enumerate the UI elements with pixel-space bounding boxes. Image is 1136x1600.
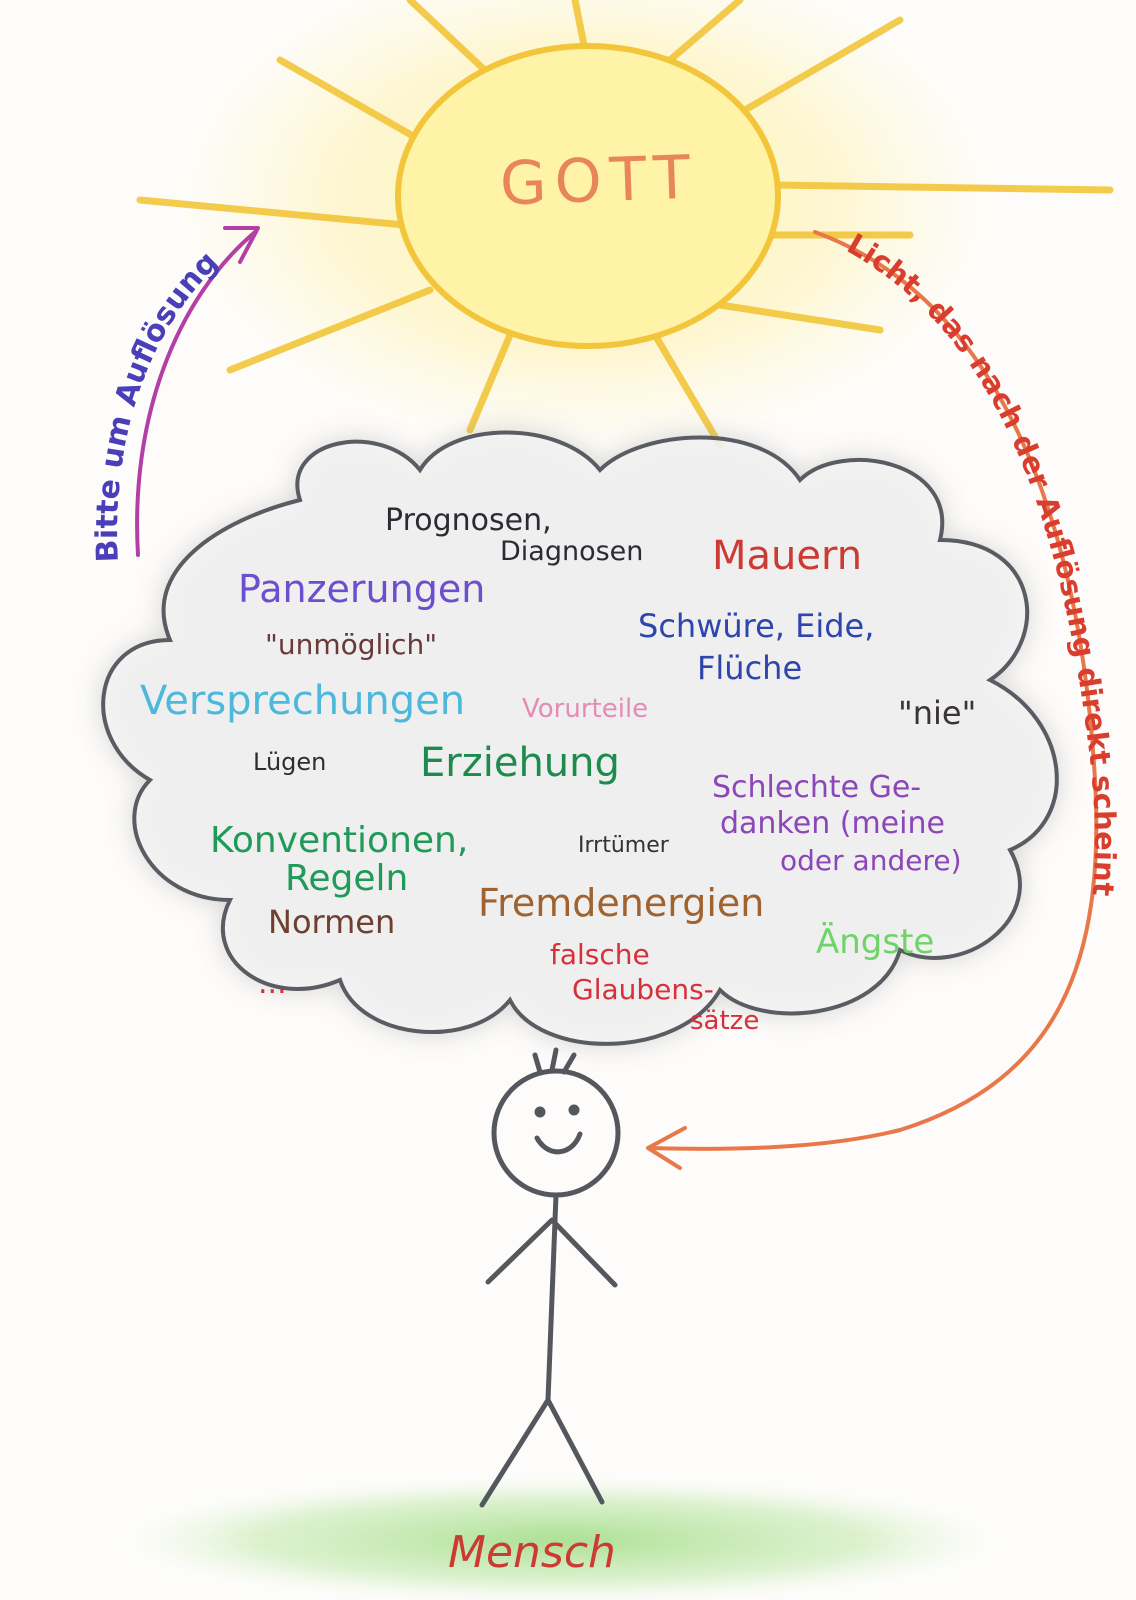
sun: [395, 43, 781, 349]
sun-label: GOTT: [498, 142, 700, 220]
cloud-word-fremdenergien: Fremdenergien: [478, 881, 765, 925]
cloud-word-diagnosen: Diagnosen: [500, 536, 644, 567]
sun-rays: [136, 0, 1114, 449]
ground: [120, 1480, 1000, 1600]
cloud-word-konventionen: Konventionen,: [210, 820, 469, 861]
cloud-word-regeln: Regeln: [285, 858, 409, 899]
cloud-word-panzerungen: Panzerungen: [238, 567, 486, 611]
cloud-word-versprechungen: Versprechungen: [140, 678, 466, 724]
cloud-word-schlechte: Schlechte Ge-: [712, 770, 922, 805]
cloud-word-mauern: Mauern: [712, 533, 863, 579]
cloud-word-schwuere: Schwüre, Eide,: [638, 607, 875, 645]
cloud-word-aengste: Ängste: [816, 922, 935, 962]
cloud: [101, 430, 1059, 1046]
cloud-word-luegen: Lügen: [253, 748, 327, 776]
cloud-word-gedanken: danken (meine: [720, 806, 945, 841]
light-arrow: [646, 230, 1099, 1170]
cloud-word-irrtuemer: Irrtümer: [578, 833, 669, 858]
request-arrow: [135, 226, 260, 557]
cloud-word-glaubens: Glaubens-: [572, 973, 714, 1006]
cloud-word-flueche: Flüche: [697, 649, 803, 687]
stick-figure: [479, 1047, 621, 1508]
cloud-word-nie: "nie": [898, 694, 977, 732]
cloud-word-ellipsis: ...: [258, 966, 287, 1001]
cloud-word-erziehung: Erziehung: [420, 740, 620, 786]
cloud-word-falsche: falsche: [550, 938, 650, 971]
cloud-word-unmoeglich: "unmöglich": [265, 628, 438, 661]
head: [491, 1068, 621, 1198]
cloud-word-saetze: sätze: [690, 1006, 760, 1036]
cloud-word-vorurteile: Vorurteile: [522, 694, 649, 724]
cloud-word-normen: Normen: [268, 903, 396, 941]
person-label: Mensch: [448, 1527, 616, 1578]
cloud-word-oder: oder andere): [780, 844, 962, 877]
cloud-word-prognosen: Prognosen,: [385, 503, 552, 538]
